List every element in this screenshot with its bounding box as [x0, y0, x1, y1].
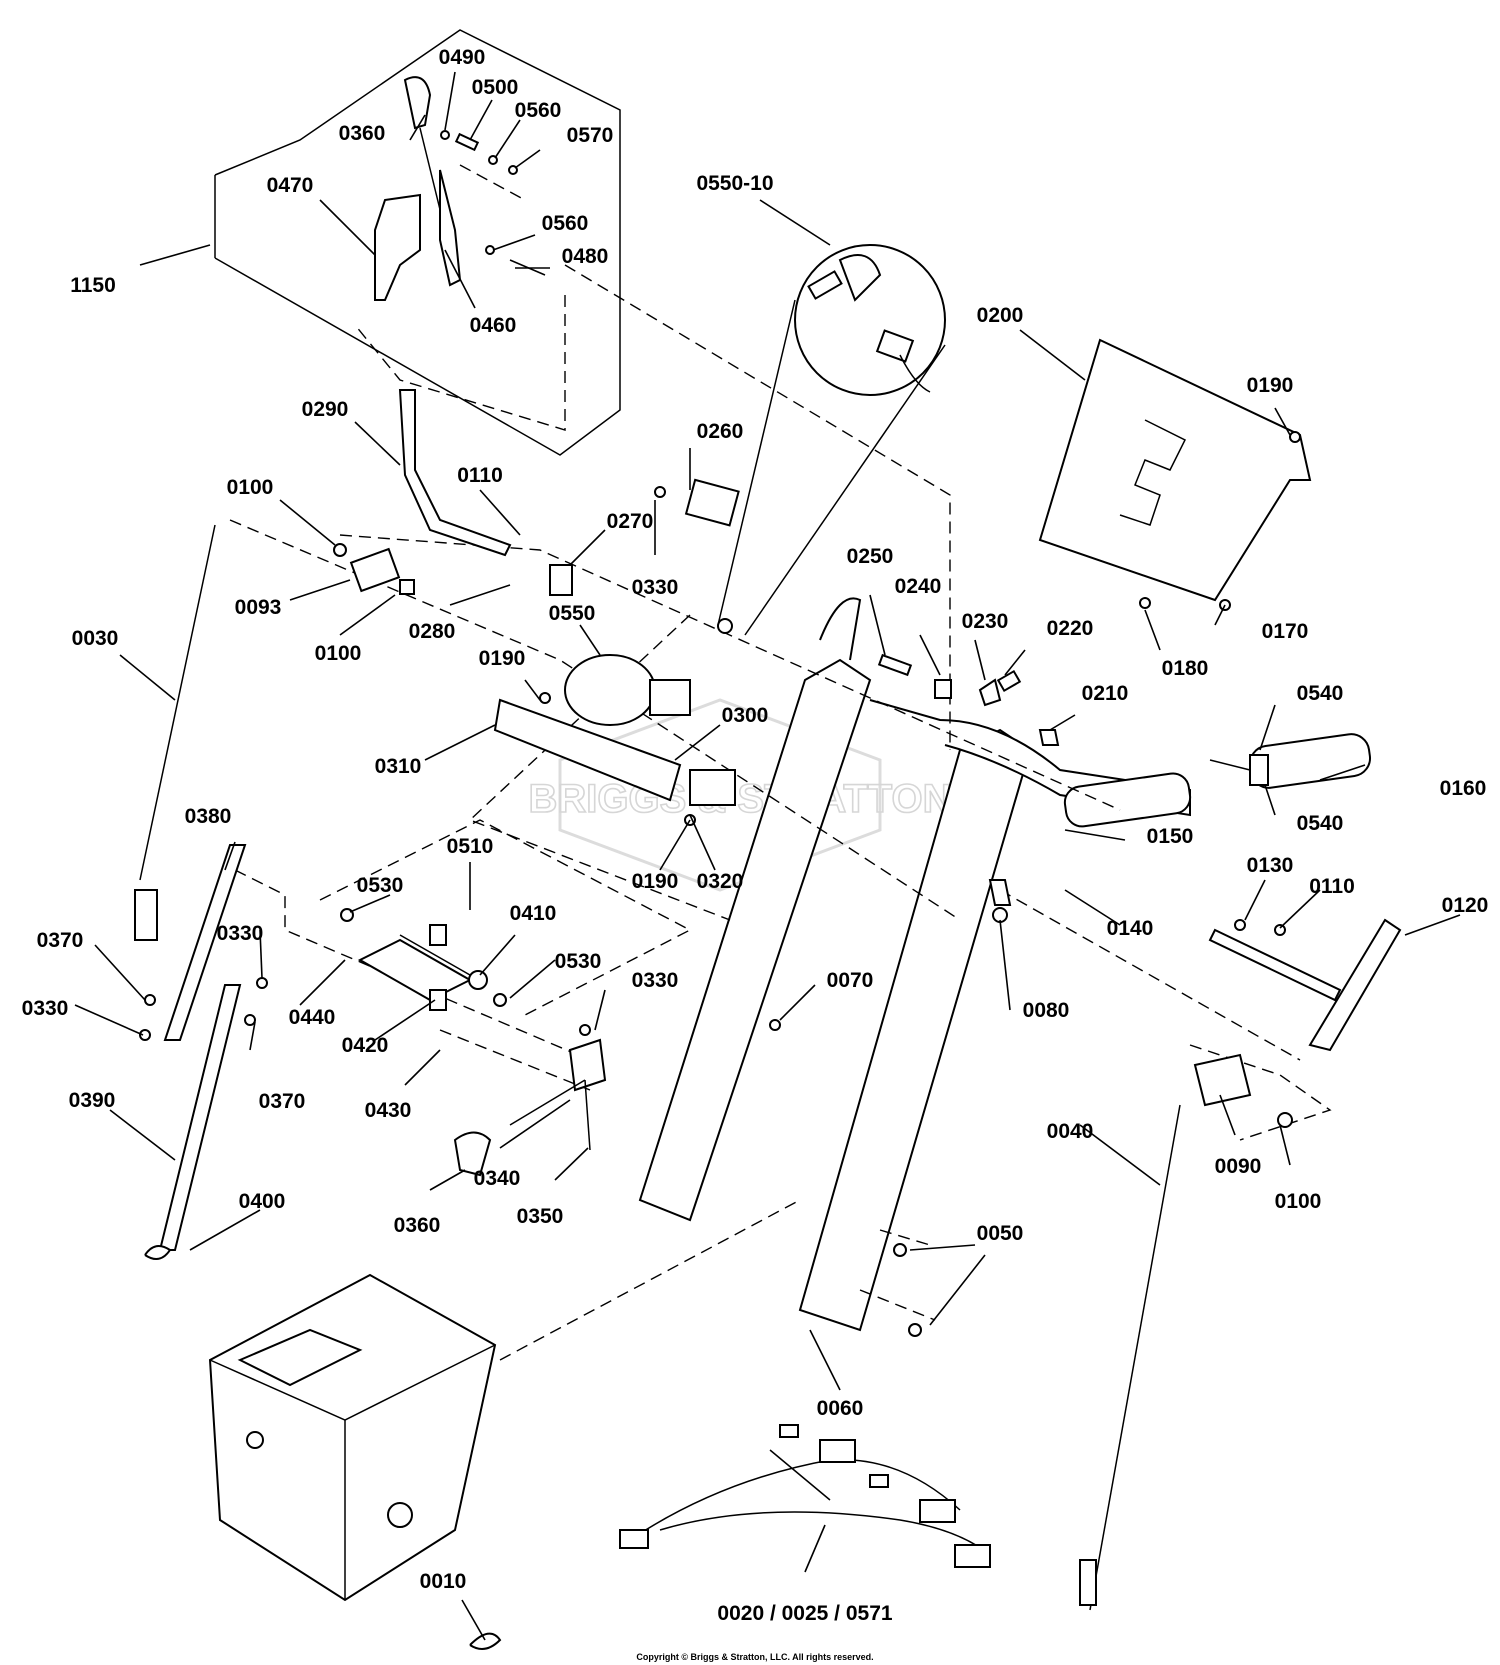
label-0460: 0460: [470, 314, 517, 337]
label-0360: 0360: [394, 1214, 441, 1237]
lever-0290-icon: [398, 389, 512, 557]
knob-icon: [403, 76, 432, 130]
bracket-0310-icon: [493, 698, 682, 802]
label-0120: 0120: [1442, 894, 1489, 917]
label-0560: 0560: [515, 99, 562, 122]
pedal-0120-icon: [1308, 918, 1402, 1052]
label-0290: 0290: [302, 398, 349, 421]
label-0570: 0570: [567, 124, 614, 147]
frame-uprights: [638, 597, 1372, 1332]
label-0330: 0330: [632, 576, 679, 599]
label-0400: 0400: [239, 1190, 286, 1213]
label-0370: 0370: [37, 929, 84, 952]
label-0530: 0530: [357, 874, 404, 897]
label-0530: 0530: [555, 950, 602, 973]
label-0480: 0480: [562, 245, 609, 268]
label-0110: 0110: [457, 464, 503, 487]
label-0080: 0080: [1023, 999, 1070, 1022]
tie-icon: [469, 1632, 502, 1650]
label-0060: 0060: [817, 1397, 864, 1420]
label-0170: 0170: [1262, 620, 1309, 643]
label-0330: 0330: [217, 922, 264, 945]
label-0510: 0510: [447, 835, 494, 858]
label-0190: 0190: [632, 870, 679, 893]
label-0330: 0330: [22, 997, 69, 1020]
label-0180: 0180: [1162, 657, 1209, 680]
label-0190: 0190: [1247, 374, 1294, 397]
label-0320: 0320: [697, 870, 744, 893]
lever-icon: [439, 169, 462, 287]
spring-icon: [134, 889, 158, 941]
label-0470: 0470: [267, 174, 314, 197]
label-0100: 0100: [315, 642, 362, 665]
label-0410: 0410: [510, 902, 557, 925]
label-0390: 0390: [69, 1089, 116, 1112]
label-0200: 0200: [977, 304, 1024, 327]
label-0380: 0380: [185, 805, 232, 828]
bracket-icon: [374, 193, 421, 301]
label-0100: 0100: [227, 476, 274, 499]
label-0550: 0550: [549, 602, 596, 625]
label-0330: 0330: [632, 969, 679, 992]
part-labels: 0490 0500 0360 0560 0570 0470 0560 0480 …: [22, 46, 1489, 1625]
label-0150: 0150: [1147, 825, 1194, 848]
label-0230: 0230: [962, 610, 1009, 633]
label-0280: 0280: [409, 620, 456, 643]
label-0070: 0070: [827, 969, 874, 992]
label-0093: 0093: [235, 596, 282, 619]
label-0340: 0340: [474, 1167, 521, 1190]
wiring-harness: [619, 1424, 991, 1568]
label-1150: 1150: [70, 274, 116, 297]
label-0420: 0420: [342, 1034, 389, 1057]
label-0210: 0210: [1082, 682, 1129, 705]
label-0310: 0310: [375, 755, 422, 778]
label-0010: 0010: [420, 1570, 467, 1593]
watermark-text: BRIGGS & STRATTON: [529, 777, 952, 821]
label-0190: 0190: [479, 647, 526, 670]
label-0140: 0140: [1107, 917, 1154, 940]
label-0260: 0260: [697, 420, 744, 443]
label-0490: 0490: [439, 46, 486, 69]
label-0550-10: 0550-10: [696, 172, 773, 195]
label-0100: 0100: [1275, 1190, 1322, 1213]
label-0110: 0110: [1309, 875, 1355, 898]
label-0240: 0240: [895, 575, 942, 598]
housing-0010: [208, 1273, 502, 1650]
leader-lines: [74, 71, 1461, 1641]
label-0270: 0270: [607, 510, 654, 533]
label-0540: 0540: [1297, 812, 1344, 835]
label-0040: 0040: [1047, 1120, 1094, 1143]
label-0500: 0500: [472, 76, 519, 99]
label-0350: 0350: [517, 1205, 564, 1228]
label-0030: 0030: [72, 627, 119, 650]
copyright-notice: Copyright © Briggs & Stratton, LLC. All …: [636, 1652, 873, 1662]
label-0540: 0540: [1297, 682, 1344, 705]
kit-1150-inset: [214, 29, 621, 456]
light-inset: [717, 244, 946, 636]
label-0370: 0370: [259, 1090, 306, 1113]
label-0130: 0130: [1247, 854, 1294, 877]
label-0360: 0360: [339, 122, 386, 145]
label-0300: 0300: [722, 704, 769, 727]
label-0430: 0430: [365, 1099, 412, 1122]
label-0440: 0440: [289, 1006, 336, 1029]
label-0090: 0090: [1215, 1155, 1262, 1178]
label-0020-0025-0571: 0020 / 0025 / 0571: [717, 1602, 892, 1625]
label-0160: 0160: [1440, 777, 1487, 800]
label-0050: 0050: [977, 1222, 1024, 1245]
label-0220: 0220: [1047, 617, 1094, 640]
label-0250: 0250: [847, 545, 894, 568]
clip-icon: [144, 1245, 172, 1260]
label-0560: 0560: [542, 212, 589, 235]
watermark: BRIGGS & STRATTON: [528, 698, 952, 892]
